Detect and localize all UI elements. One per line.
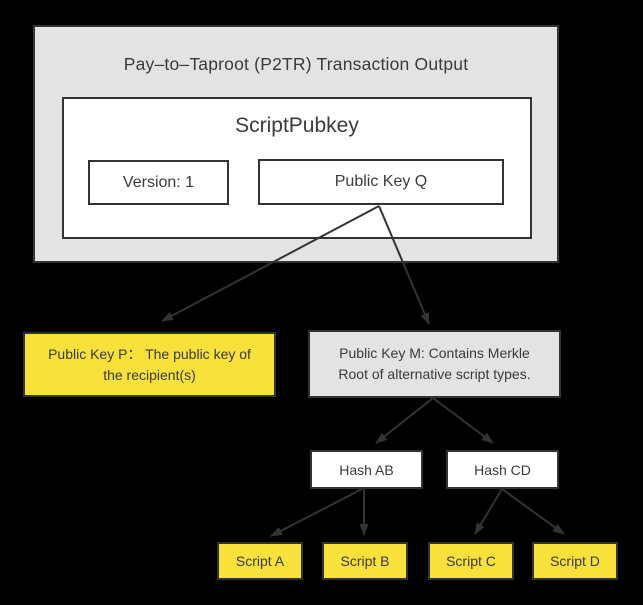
public-key-q-label: Public Key Q [334,173,428,190]
script-a-label: Script A [235,553,285,569]
arrow-hash-ab-to-script-a [270,488,363,537]
scriptpubkey-box: ScriptPubkey Version: 1 Public Key Q [62,97,532,239]
public-key-p-box: Public Key P： The public key of the reci… [23,332,276,397]
scriptpubkey-title: ScriptPubkey [235,114,359,137]
transaction-output-title: Pay–to–Taproot (P2TR) Transaction Output [123,54,469,74]
script-c-label: Script C [446,553,496,569]
arrow-hash-cd-to-script-d [501,488,565,535]
version-label: Version: 1 [122,173,195,191]
public-key-m-label: Public Key M: Contains Merkle Root of al… [338,345,531,382]
hash-ab-box: Hash AB [310,450,423,489]
script-d-label: Script D [550,553,600,569]
arrow-hash-cd-to-script-c [474,488,503,535]
hash-ab-label: Hash AB [339,461,394,478]
script-b-box: Script B [322,542,408,580]
hash-cd-box: Hash CD [446,450,559,489]
public-key-m-box: Public Key M: Contains Merkle Root of al… [308,330,561,398]
script-c-box: Script C [428,542,514,580]
transaction-output-box: Pay–to–Taproot (P2TR) Transaction Output… [33,25,559,263]
version-box: Version: 1 [88,160,229,205]
public-key-q-box: Public Key Q [258,159,504,205]
arrow-m-to-hash-ab [375,397,434,444]
script-b-label: Script B [340,553,390,569]
hash-cd-label: Hash CD [474,461,531,478]
script-a-box: Script A [217,542,303,580]
public-key-p-label: Public Key P： The public key of the reci… [48,345,251,383]
script-d-box: Script D [532,542,618,580]
arrow-m-to-hash-cd [432,397,494,444]
